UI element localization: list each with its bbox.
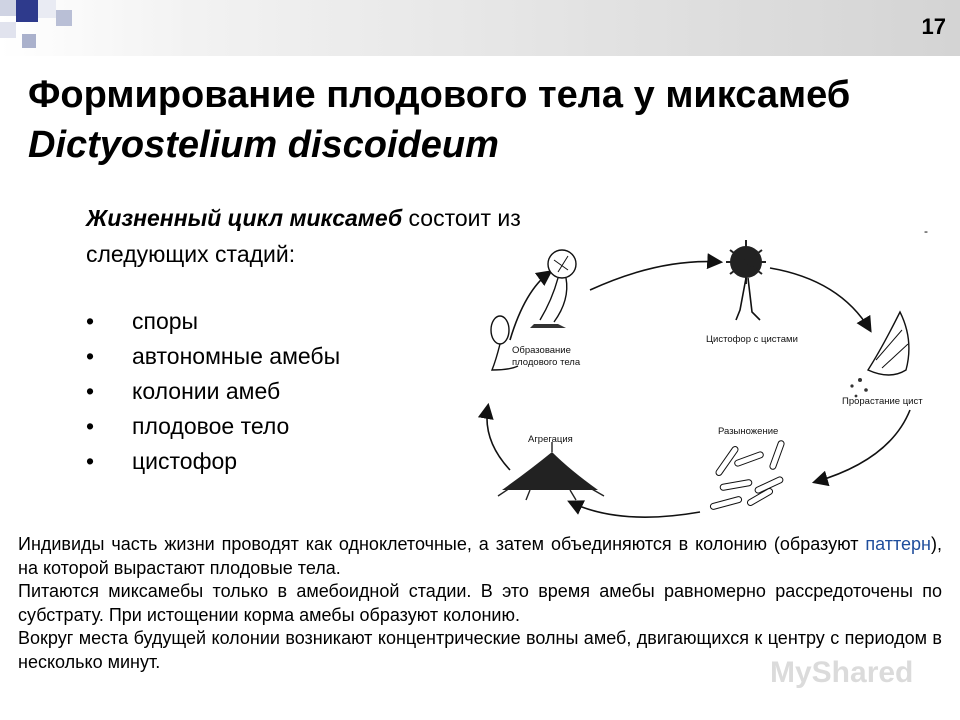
title-species: Dictyostelium discoideum xyxy=(28,124,499,166)
list-item: • споры xyxy=(86,304,340,339)
diagram-label-germination: Прорастание цист xyxy=(842,396,923,407)
list-item: • автономные амебы xyxy=(86,339,340,374)
corner-square xyxy=(0,0,16,16)
cystophore-illustration xyxy=(726,240,766,321)
intro-bold: Жизненный цикл миксамеб xyxy=(86,205,403,231)
description-paragraph: Вокруг места будущей колонии возникают к… xyxy=(18,628,942,672)
description-text: Индивиды часть жизни проводят как однокл… xyxy=(18,533,942,675)
description-text-part: Индивиды часть жизни проводят как однокл… xyxy=(18,534,866,554)
cycle-arrow xyxy=(509,270,553,341)
corner-square xyxy=(56,10,72,26)
cycle-arrow xyxy=(477,402,511,471)
watermark: MyShared xyxy=(770,656,914,689)
diagram-label-formation: плодового тела xyxy=(512,357,581,368)
stage-label: споры xyxy=(132,308,199,334)
list-item: • цистофор xyxy=(86,444,340,479)
stage-list: • споры • автономные амебы • колонии амеб •… xyxy=(86,304,340,479)
stage-label: автономные амебы xyxy=(132,343,341,369)
diagram-label-cystophore: Цистофор с цистами xyxy=(706,334,798,345)
diagram-label-reproduction: Разыножение xyxy=(718,426,778,437)
bullet: • xyxy=(86,413,95,439)
intro-text: Жизненный цикл миксамеб состоит из следу… xyxy=(86,200,616,272)
corner-square xyxy=(22,34,36,48)
aggregation-illustration xyxy=(497,442,605,501)
bullet: • xyxy=(86,378,95,404)
list-item: • плодовое тело xyxy=(86,409,340,444)
bullet: • xyxy=(86,448,95,474)
description-text-part: ), на которой вырастают плодовые тела. xyxy=(18,534,942,578)
stray-mark: - xyxy=(924,224,928,238)
diagram-label-formation: Образование xyxy=(512,345,571,356)
pattern-link[interactable]: паттерн xyxy=(865,534,931,554)
description-paragraph: Индивиды часть жизни проводят как однокл… xyxy=(18,533,942,580)
corner-square xyxy=(16,0,38,22)
germination-illustration xyxy=(850,310,910,398)
header-bar xyxy=(0,0,960,56)
cycle-arrow xyxy=(769,267,872,333)
cycle-arrow xyxy=(811,409,911,487)
intro-rest: состоит из следующих стадий: xyxy=(86,205,521,267)
title-plain: Формирование плодового тела у миксамеб xyxy=(28,74,851,116)
corner-square xyxy=(0,22,16,38)
amoebae-illustration xyxy=(709,440,785,510)
stage-label: цистофор xyxy=(132,448,238,474)
life-cycle-diagram: Образование плодового тела Цистофор с ци… xyxy=(477,240,923,518)
list-item: • колонии амеб xyxy=(86,374,340,409)
diagram-label-aggregation: Агрегация xyxy=(528,434,573,445)
description-paragraph: Питаются миксамебы только в амебоидной с… xyxy=(18,581,942,625)
stage-label: колонии амеб xyxy=(132,378,281,404)
slide-title: Формирование плодового тела у миксамеб D… xyxy=(28,70,928,170)
slug-illustration xyxy=(490,315,519,371)
bullet: • xyxy=(86,308,95,334)
cycle-arrow xyxy=(589,253,724,291)
corner-square xyxy=(38,0,56,18)
cycle-arrow xyxy=(567,500,701,518)
fruiting-body-illustration xyxy=(530,249,577,328)
stage-label: плодовое тело xyxy=(132,413,290,439)
bullet: • xyxy=(86,343,95,369)
page-number: 17 xyxy=(921,14,946,39)
